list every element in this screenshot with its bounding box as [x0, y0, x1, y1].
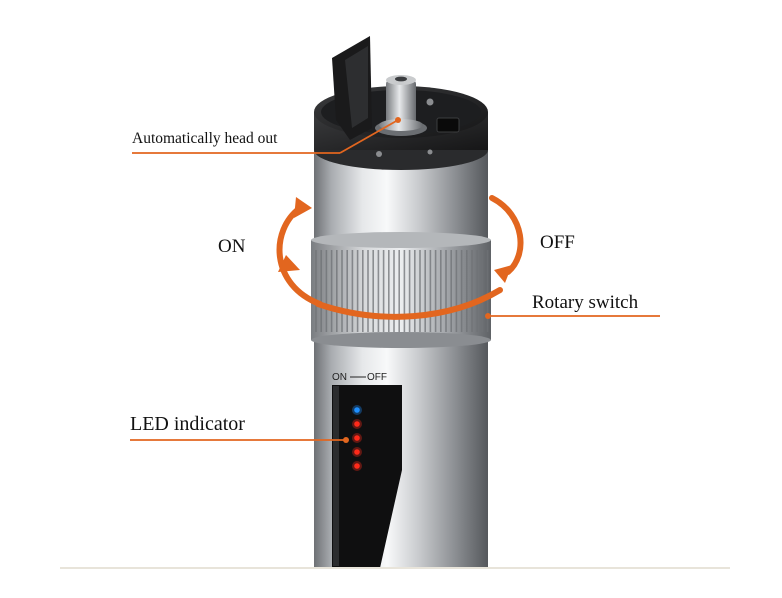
on-label: ON	[218, 236, 246, 257]
on-marking: ON	[332, 372, 347, 383]
led-dot	[343, 437, 349, 443]
rotary-ring	[311, 232, 491, 348]
led-light	[354, 407, 360, 413]
led-panel: ON OFF	[332, 372, 402, 568]
arrowhead-right-icon	[494, 265, 512, 283]
head-out-pointer	[339, 119, 399, 154]
off-marking: OFF	[367, 372, 387, 383]
rotary-switch-label: Rotary switch	[532, 292, 639, 313]
arrowhead-left-icon	[278, 197, 312, 272]
led-light	[354, 463, 360, 469]
led-light	[354, 421, 360, 427]
led-indicator-label: LED indicator	[130, 413, 245, 435]
clip-flap	[332, 36, 372, 140]
led-light	[354, 435, 360, 441]
head-out-dot	[395, 117, 401, 123]
led-light	[354, 449, 360, 455]
callout-lines	[130, 119, 660, 441]
rotary-dot	[485, 313, 491, 319]
connector-head-icon	[375, 75, 427, 136]
rotation-arrows	[276, 195, 524, 320]
off-label: OFF	[540, 232, 575, 253]
head-out-label: Automatically head out	[132, 130, 278, 147]
